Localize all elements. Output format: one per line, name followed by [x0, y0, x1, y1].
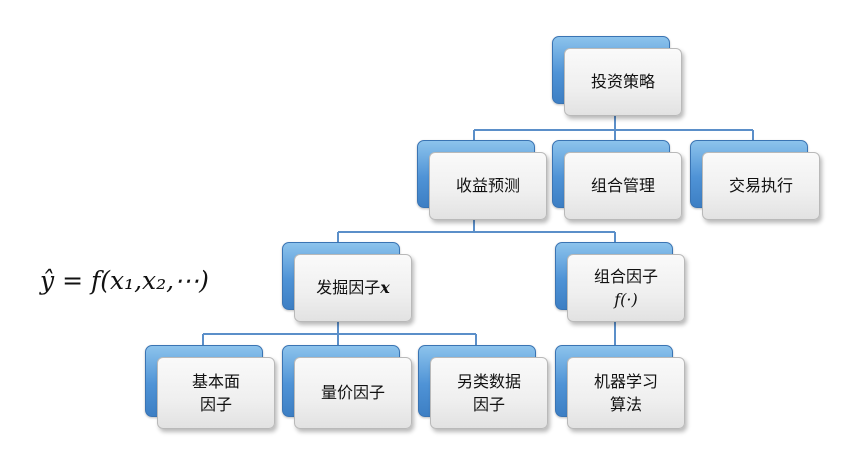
combine-factor-text: 组合因子 — [593, 266, 658, 286]
node-label: 另类数据 因子 — [456, 371, 521, 414]
node-price-volume-factor: 量价因子 — [282, 345, 412, 429]
node-combine-factor: 组合因子 f(·) — [555, 242, 685, 322]
node-label: 量价因子 — [320, 383, 385, 403]
node-label: 机器学习 算法 — [593, 371, 658, 414]
node-label: 组合因子 f(·) — [594, 265, 658, 311]
node-label: 交易执行 — [728, 176, 793, 196]
factor-symbol-x: x — [380, 278, 390, 298]
mine-factor-text: 发掘因子 — [316, 278, 381, 298]
node-trade-execution: 交易执行 — [690, 140, 820, 220]
node-machine-learning: 机器学习 算法 — [555, 345, 685, 429]
node-revenue-forecast: 收益预测 — [417, 140, 547, 220]
node-label: 组合管理 — [590, 176, 655, 196]
node-label: 发掘因子x — [316, 276, 390, 299]
node-label: 基本面 因子 — [191, 371, 240, 414]
node-investment-strategy: 投资策略 — [552, 36, 682, 116]
prediction-formula: ŷ = f(x₁,x₂,⋯) — [40, 266, 209, 295]
node-label: 收益预测 — [455, 176, 520, 196]
node-portfolio-management: 组合管理 — [552, 140, 682, 220]
node-label: 投资策略 — [590, 72, 655, 92]
node-mine-factor: 发掘因子x — [282, 242, 412, 322]
node-alternative-data-factor: 另类数据 因子 — [418, 345, 548, 429]
node-fundamental-factor: 基本面 因子 — [145, 345, 275, 429]
function-symbol: f(·) — [614, 290, 638, 309]
